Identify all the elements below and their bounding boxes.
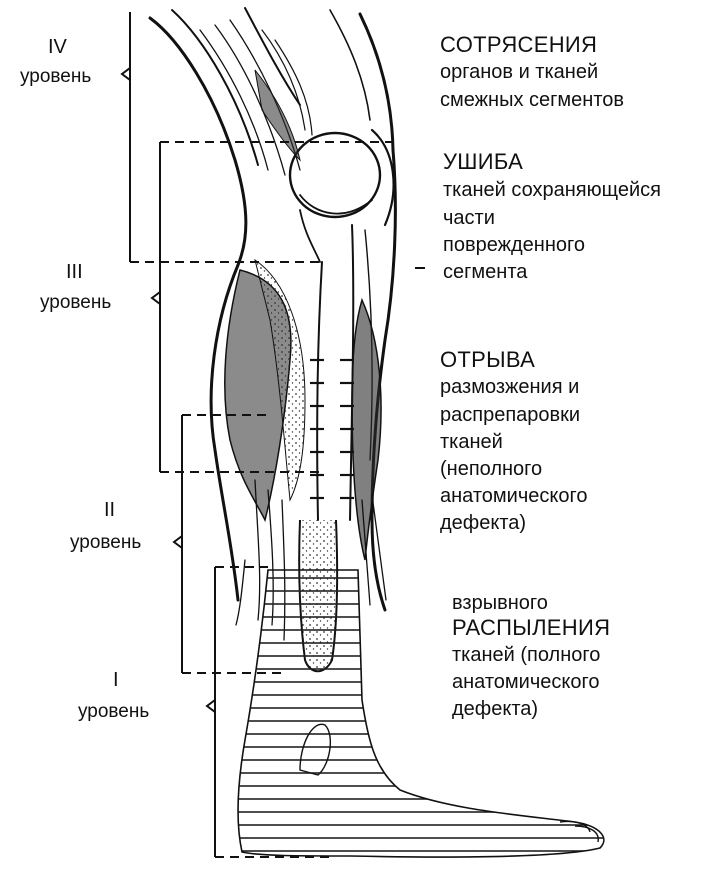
zone-dispersion-title: РАСПЫЛЕНИЯ — [452, 617, 610, 639]
zone-concussion-line-3: смежных сегментов — [440, 90, 624, 110]
level-iii-numeral: III — [66, 262, 83, 282]
zone-avulsion-line-7: дефекта) — [440, 513, 526, 533]
destroyed-foot-hatched — [238, 570, 604, 857]
level-iii-word: уровень — [40, 293, 111, 312]
zone-contusion-title: УШИБА — [443, 151, 523, 173]
level-ii-word: уровень — [70, 533, 141, 552]
level-iv-word: уровень — [20, 67, 91, 86]
level-iv-numeral: IV — [48, 37, 67, 57]
level-ii-numeral: II — [104, 500, 115, 520]
zone-contusion-line-4: поврежденного — [443, 235, 585, 255]
zone-bracket-verticals — [130, 12, 215, 857]
zone-avulsion-line-5: (неполного — [440, 459, 542, 479]
zone-contusion-line-3: части — [443, 208, 495, 228]
zone-contusion-line-2: тканей сохраняющейся — [443, 180, 661, 200]
zone-dispersion-line-3: тканей (полного — [452, 645, 600, 665]
zone-avulsion-line-3: распрепаровки — [440, 405, 580, 425]
zone-dispersion-line-5: дефекта) — [452, 699, 538, 719]
zone-dispersion-line-4: анатомического — [452, 672, 599, 692]
zone-avulsion-line-4: тканей — [440, 432, 503, 452]
zone-avulsion-line-2: размозжения и — [440, 377, 579, 397]
zone-contusion-line-5: сегмента — [443, 262, 527, 282]
bracket-notches — [122, 68, 215, 712]
zone-avulsion-title: ОТРЫВА — [440, 349, 535, 371]
zone-dispersion-line-1: взрывного — [452, 593, 548, 613]
zone-concussion-line-2: органов и тканей — [440, 62, 598, 82]
anterior-muscle-mass — [352, 300, 381, 560]
level-i-numeral: I — [113, 670, 119, 690]
zone-concussion-title: СОТРЯСЕНИЯ — [440, 34, 597, 56]
zone-avulsion-line-6: анатомического — [440, 486, 587, 506]
level-i-word: уровень — [78, 702, 149, 721]
